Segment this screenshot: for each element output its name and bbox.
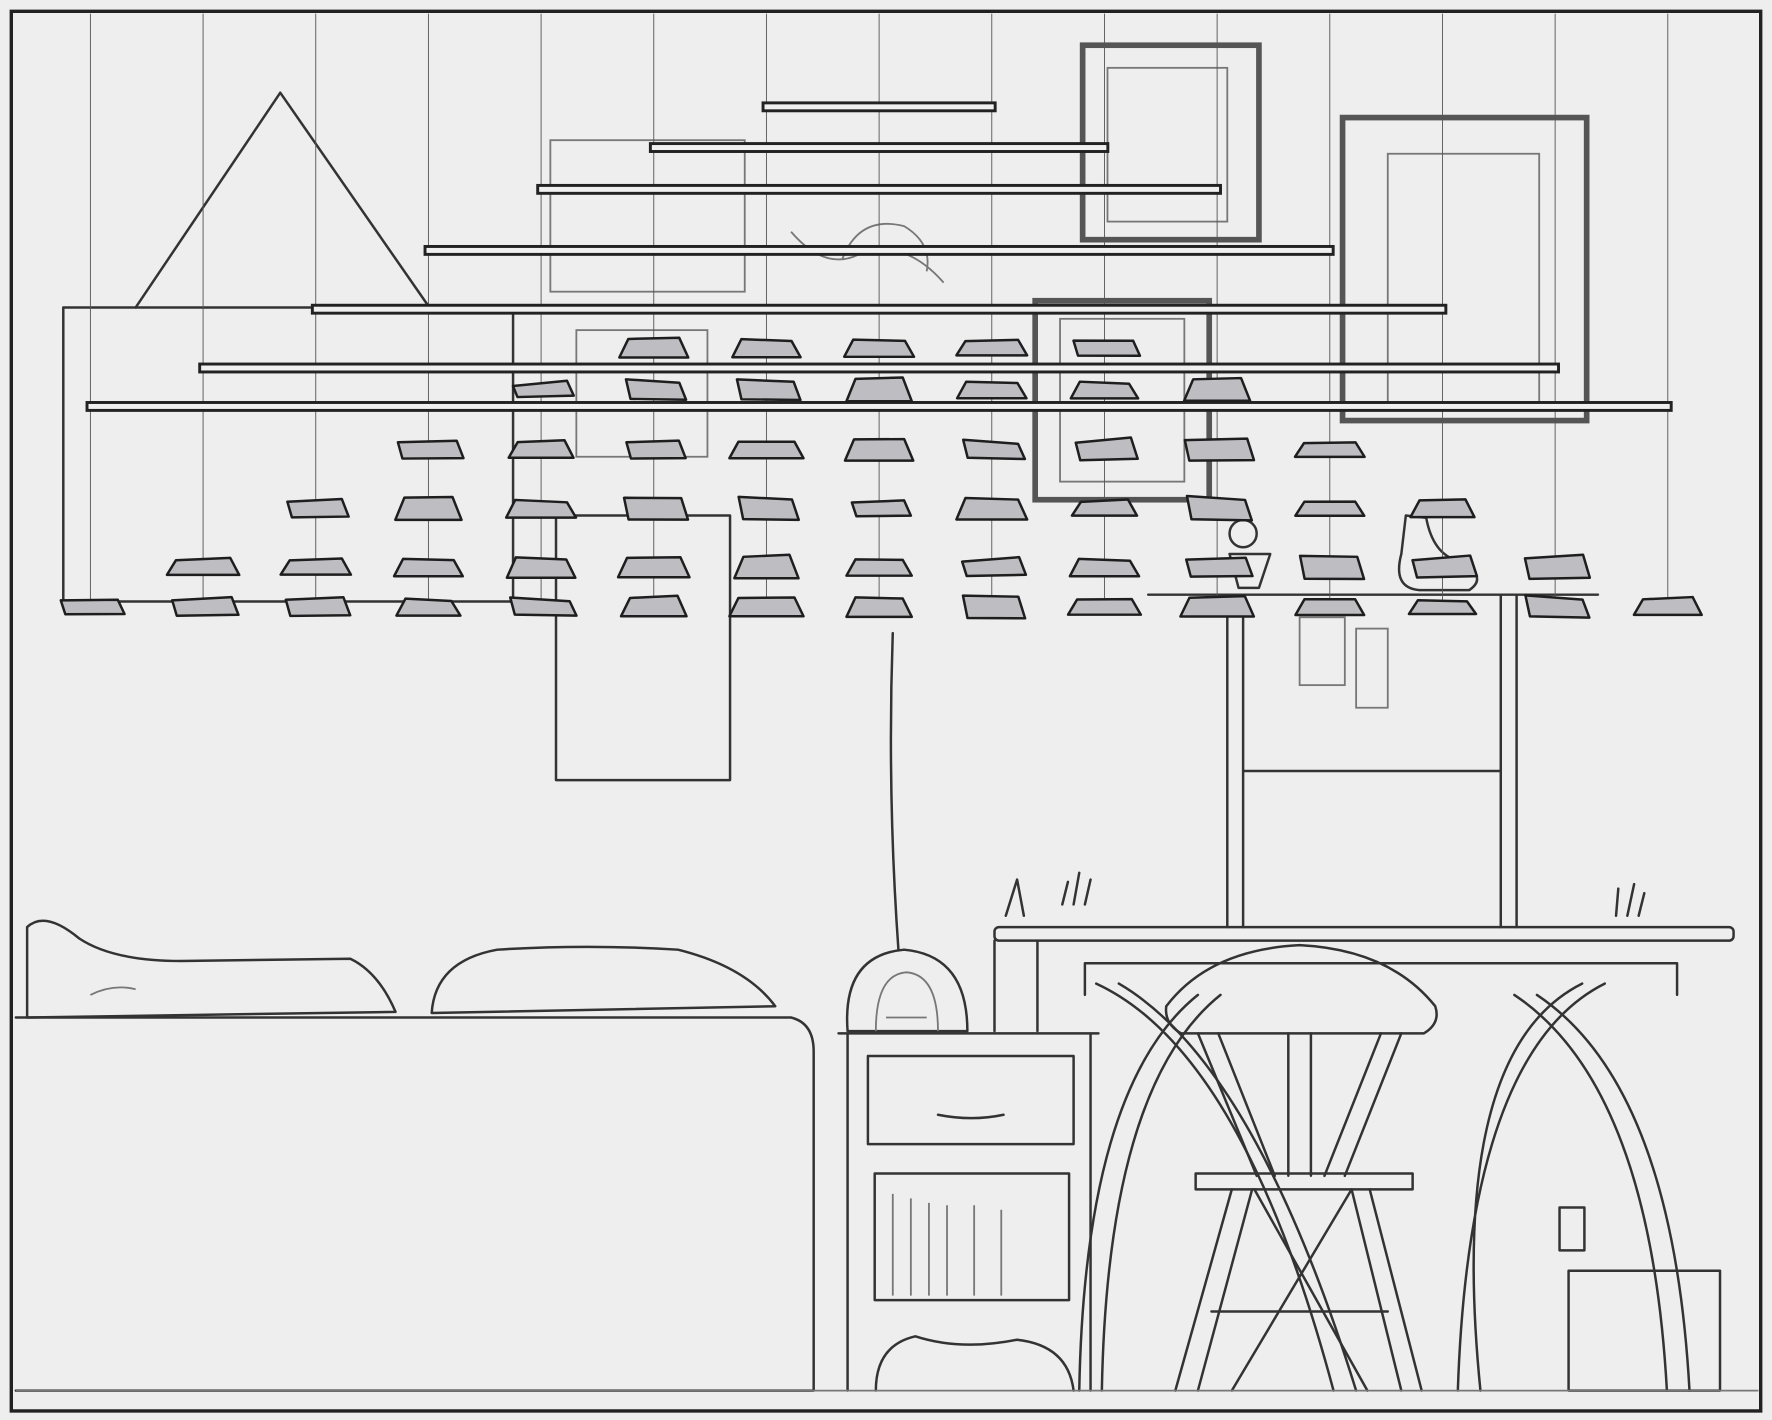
mobile-tile	[842, 338, 916, 359]
mobile-bar	[536, 183, 1222, 195]
shelf-unit	[1146, 514, 1600, 929]
mobile-tile	[1185, 494, 1254, 522]
nightstand	[837, 948, 1100, 1392]
mobile-tile	[505, 556, 577, 579]
mobile-tile	[59, 598, 126, 616]
mobile-tile	[735, 378, 802, 402]
mobile-tile	[1182, 376, 1252, 403]
frame-border	[9, 9, 1763, 1413]
mobile-tile	[616, 556, 691, 579]
mobile-tile	[1183, 437, 1256, 462]
frame-small-top	[549, 139, 746, 293]
mobile-tile	[170, 595, 240, 617]
mobile-tile	[1298, 554, 1366, 581]
mobile-tile	[1066, 597, 1143, 616]
mobile-tile	[1294, 500, 1366, 518]
mobile-tile	[1069, 380, 1140, 400]
desk	[993, 871, 1735, 1392]
mobile-bar	[85, 401, 1673, 412]
mobile-tile	[1409, 498, 1476, 519]
mobile-tile	[728, 596, 805, 618]
mobile-tile	[737, 495, 800, 522]
pillow-left	[25, 919, 397, 1019]
mobile-bar	[423, 244, 1335, 256]
desk-leg-right	[1456, 982, 1691, 1392]
mobile-tile	[1179, 594, 1256, 618]
mobile-tile	[622, 496, 690, 521]
mobile-tile	[625, 439, 687, 460]
mobile-tile	[960, 555, 1028, 578]
mobile-tile	[511, 379, 575, 399]
mobile-tile	[1185, 556, 1254, 578]
mobile-tile	[392, 557, 465, 578]
mobile-tile	[845, 376, 914, 403]
mobile-tile	[1407, 598, 1478, 616]
mobile-tile	[1294, 597, 1366, 617]
bed	[14, 919, 815, 1392]
triangle-poster	[134, 91, 431, 309]
bed-body	[14, 1016, 815, 1392]
mobile-tile	[1523, 553, 1592, 581]
desk-top	[993, 925, 1735, 942]
mobile-tile	[284, 596, 352, 618]
mobile-tile	[508, 596, 578, 617]
mobile-tile	[1070, 498, 1139, 517]
mobile-tile	[733, 553, 800, 580]
mobile-tile	[618, 336, 690, 359]
mobile-bar	[648, 142, 1110, 153]
mobile-tile	[1524, 594, 1591, 619]
mobile-tile	[619, 594, 688, 618]
wall-cord	[889, 631, 900, 951]
mobile-tile	[396, 439, 465, 460]
mobile-tile	[1074, 436, 1139, 462]
mobile-tile	[955, 496, 1029, 521]
chair-back	[1164, 943, 1438, 1035]
mobile-tile	[504, 498, 578, 519]
desk-leg-left	[1078, 982, 1358, 1392]
mobile-bar	[761, 101, 997, 113]
radio	[845, 948, 969, 1033]
mobile-tile	[845, 596, 914, 619]
mobile-tile	[955, 338, 1029, 357]
mobile-tile	[850, 499, 913, 518]
mobile-tile	[395, 597, 462, 617]
drawer	[866, 1054, 1075, 1146]
hanging-mobile	[59, 13, 1703, 620]
mobile-tile	[1411, 554, 1479, 579]
mobile-tile	[165, 556, 241, 577]
mobile-tile	[961, 438, 1027, 461]
mobile-tile	[961, 594, 1027, 620]
pillow-right	[430, 945, 777, 1015]
mobile-tile	[394, 495, 463, 522]
mobile-tile	[279, 557, 353, 576]
mobile-bar	[310, 303, 1448, 315]
mobile-tile	[955, 380, 1028, 400]
mobile-tile	[731, 337, 802, 359]
mobile-tile	[507, 439, 575, 460]
frame-far-right	[1339, 114, 1590, 424]
mobile-tile	[845, 558, 914, 577]
chair-seat	[1194, 1172, 1414, 1191]
book-shelf	[873, 1172, 1071, 1302]
mobile-tile	[1072, 339, 1142, 358]
mobile-tile	[843, 437, 915, 462]
mobile-tile	[286, 497, 350, 519]
mobile-tile	[728, 440, 805, 460]
pen-cup	[1061, 871, 1646, 918]
mobile-tile	[1293, 441, 1366, 459]
mobile-tile	[1632, 595, 1703, 617]
mobile-bar	[198, 362, 1560, 374]
mobile-tile	[1068, 557, 1141, 578]
outlet	[1558, 1206, 1586, 1252]
mobile-tile	[624, 378, 688, 402]
wall-art	[62, 42, 1590, 951]
chair	[1164, 943, 1438, 1392]
